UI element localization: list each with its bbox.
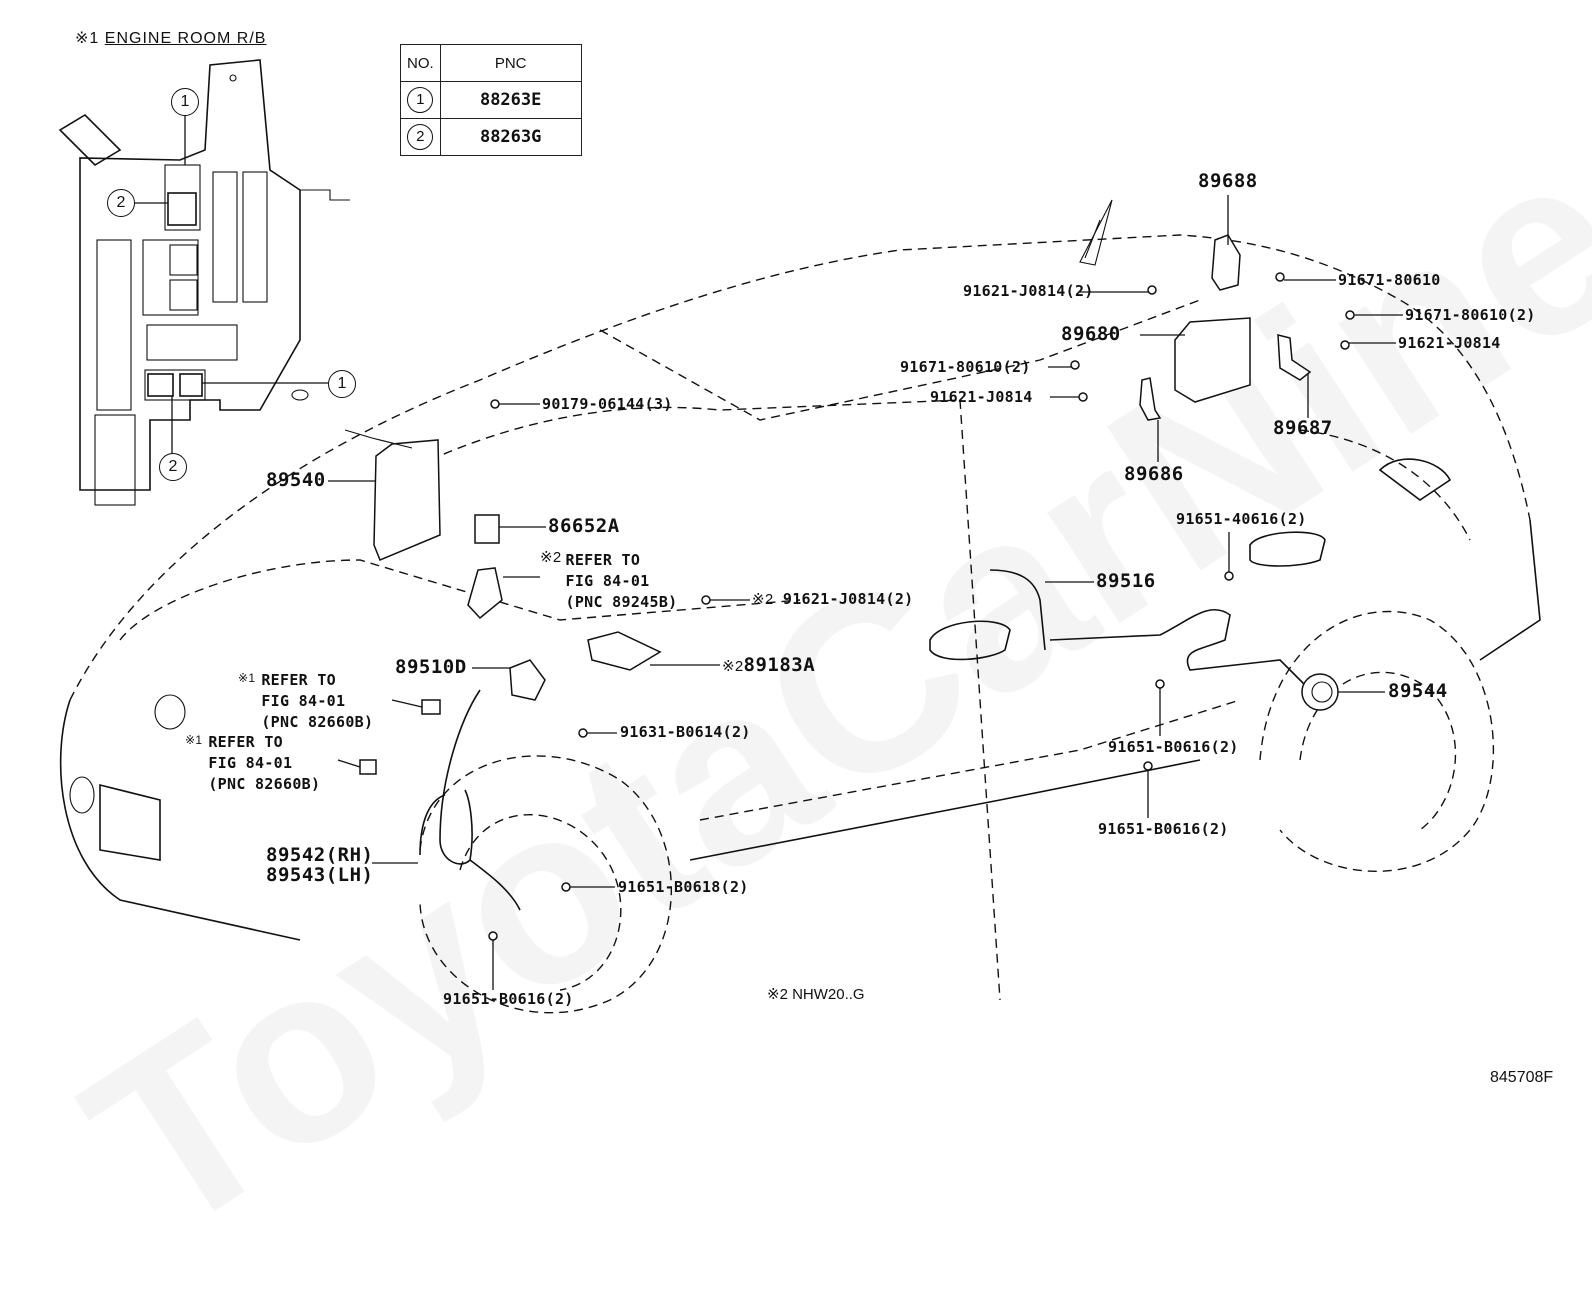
inset-marker: ※1	[75, 30, 100, 47]
part-89183a	[587, 631, 662, 671]
bolt-91621-j0814	[1340, 340, 1350, 350]
part-89686	[1139, 377, 1162, 421]
refer-82660b-text: REFER TO FIG 84-01 (PNC 82660B)	[261, 671, 374, 731]
label-91651-b0616-2-upper[interactable]: 91651-B0616(2)	[1108, 738, 1239, 756]
marker-2: ※2	[722, 658, 744, 675]
bolt-91621-j0814	[1078, 392, 1088, 402]
parts-diagram: ToyotaCarNine.ru	[42, 0, 1592, 1287]
callout-1-top: 1	[171, 88, 199, 116]
label-91651-b0616-2-lower[interactable]: 91651-B0616(2)	[1098, 820, 1229, 838]
footnote-text: NHW20..G	[792, 986, 865, 1003]
row-number: 1	[407, 87, 434, 113]
part-89245b	[467, 567, 503, 620]
label-89543-lh[interactable]: 89543(LH)	[266, 864, 374, 886]
label-86652a[interactable]: 86652A	[548, 515, 620, 537]
row-pnc: 88263E	[439, 81, 582, 119]
label-91651-b0616-2-front[interactable]: 91651-B0616(2)	[443, 990, 574, 1008]
connector-82660b	[421, 699, 441, 715]
leader-lines	[328, 195, 1403, 990]
inset-title-text: ENGINE ROOM R/B	[104, 30, 267, 47]
label-89183a[interactable]: ※289183A	[722, 656, 815, 675]
bolt-91651-b0616	[1155, 679, 1165, 689]
footnote: ※2 NHW20..G	[767, 987, 865, 1002]
part-number: 91621-J0814(2)	[782, 590, 914, 608]
label-91621-j0814-2-mid[interactable]: ※2 91621-J0814(2)	[752, 590, 914, 608]
connector-82660b	[359, 759, 377, 775]
part-89540	[373, 439, 441, 561]
label-91651-b0618-2[interactable]: 91651-B0618(2)	[618, 878, 749, 896]
bolt-91651-b0616	[1143, 761, 1153, 771]
harness-89542-89543	[419, 689, 481, 865]
bolt-91621-j0814	[701, 595, 711, 605]
bolt-91651-b0616	[488, 931, 498, 941]
car-body-outline	[59, 199, 1541, 1014]
bolt-91651-40616	[1224, 571, 1234, 581]
part-89510d	[509, 659, 546, 701]
pnc-table: NO. PNC 1 88263E 2 88263G	[400, 44, 582, 156]
figure-id: 845708F	[1490, 1069, 1554, 1086]
row-number: 2	[407, 124, 434, 150]
label-89544[interactable]: 89544	[1388, 680, 1448, 702]
pnc-table-header: NO. PNC	[400, 44, 582, 82]
label-89542-rh[interactable]: 89542(RH)	[266, 844, 374, 866]
label-89686[interactable]: 89686	[1124, 463, 1184, 485]
label-refer-82660b-1[interactable]: ※1 REFER TO FIG 84-01 (PNC 82660B)	[238, 670, 373, 733]
label-91621-j0814-left[interactable]: 91621-J0814	[930, 388, 1033, 406]
label-89516[interactable]: 89516	[1096, 570, 1156, 592]
part-89687	[1277, 334, 1312, 381]
label-90179-06144-3[interactable]: 90179-06144(3)	[542, 395, 673, 413]
label-89687[interactable]: 89687	[1273, 417, 1333, 439]
part-89680	[1174, 317, 1251, 403]
engine-room-relay-box	[58, 59, 350, 506]
label-91621-j0814-2-top[interactable]: 91621-J0814(2)	[963, 282, 1094, 300]
label-91671-80610[interactable]: 91671-80610	[1338, 271, 1441, 289]
marker-1: ※1	[238, 671, 256, 685]
callout-1-right: 1	[328, 370, 356, 398]
marker-1: ※1	[185, 733, 203, 747]
bolt-91671-80610	[1345, 310, 1355, 320]
nut-90179-06144	[490, 399, 500, 409]
callout-2-bottom: 2	[159, 453, 187, 481]
label-refer-82660b-2[interactable]: ※1 REFER TO FIG 84-01 (PNC 82660B)	[185, 732, 320, 795]
inset-title: ※1 ENGINE ROOM R/B	[75, 28, 266, 48]
refer-89245b-text: REFER TO FIG 84-01 (PNC 89245B)	[565, 551, 678, 611]
label-91621-j0814-right[interactable]: 91621-J0814	[1398, 334, 1501, 352]
label-91671-80610-2-left[interactable]: 91671-80610(2)	[900, 358, 1031, 376]
header-no: NO.	[400, 44, 441, 82]
part-89688	[1211, 234, 1241, 291]
label-91631-b0614-2[interactable]: 91631-B0614(2)	[620, 723, 751, 741]
marker-2: ※2	[540, 549, 562, 566]
bolt-91651-b0618	[561, 882, 571, 892]
refer-82660b-text: REFER TO FIG 84-01 (PNC 82660B)	[208, 733, 321, 793]
label-89688[interactable]: 89688	[1198, 170, 1258, 192]
footnote-marker: ※2	[767, 986, 788, 1003]
harness-89516	[989, 569, 1311, 691]
part-number: 89183A	[743, 654, 816, 676]
callout-2-left: 2	[107, 189, 135, 217]
label-89680[interactable]: 89680	[1061, 323, 1121, 345]
diagram-drawing	[58, 59, 1541, 1014]
pnc-table-row: 2 88263G	[400, 118, 582, 156]
pnc-table-row: 1 88263E	[400, 81, 582, 119]
bolt-91621-j0814	[1147, 285, 1157, 295]
row-pnc: 88263G	[439, 118, 582, 156]
label-91671-80610-2-right[interactable]: 91671-80610(2)	[1405, 306, 1536, 324]
part-86652a	[474, 514, 500, 544]
marker-2: ※2	[752, 591, 774, 608]
bolt-91671-80610	[1275, 272, 1285, 282]
bolt-91671-80610	[1070, 360, 1080, 370]
header-pnc: PNC	[439, 44, 582, 82]
label-91651-40616-2[interactable]: 91651-40616(2)	[1176, 510, 1307, 528]
part-89544	[1301, 673, 1339, 711]
label-89510d[interactable]: 89510D	[395, 656, 467, 678]
label-89540[interactable]: 89540	[266, 469, 326, 491]
bolt-91631-b0614	[578, 728, 588, 738]
